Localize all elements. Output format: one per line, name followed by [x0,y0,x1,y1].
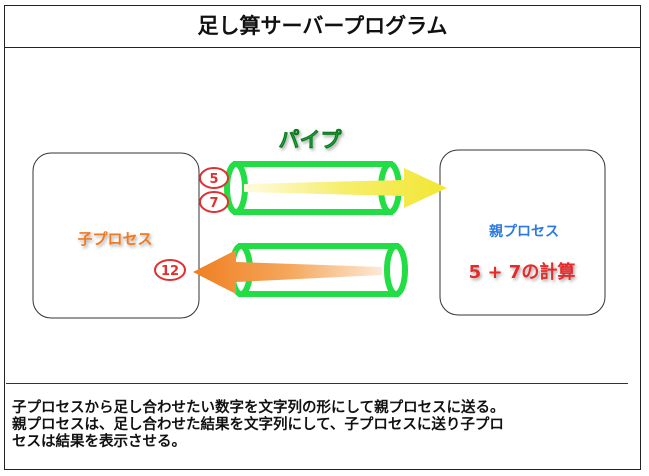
result-value-text: 12 [161,264,179,279]
caption-divider [6,383,628,384]
diagram-title: 足し算サーバープログラム [5,6,640,48]
caption-line-1: 子プロセスから足し合わせたい数字を文字列の形にして親プロセスに送る。 [12,400,505,416]
input-value-5: 5 [199,167,229,189]
caption: 子プロセスから足し合わせたい数字を文字列の形にして親プロセスに送る。 親プロセス… [12,400,630,451]
calculation-label: 5 + 7の計算 [469,261,576,283]
child-process-label: 子プロセス [77,230,152,248]
caption-line-3: セスは結果を表示させる。 [12,434,186,450]
parent-process-label: 親プロセス [489,223,559,240]
input-value-7-text: 7 [209,196,218,211]
arrow-to-parent [244,168,447,208]
input-value-7: 7 [199,191,229,213]
arrow-to-child [193,250,382,294]
result-value: 12 [154,259,186,281]
input-value-5-text: 5 [209,172,218,187]
pipe-label: パイプ [279,128,343,152]
parent-process-box [439,149,606,316]
caption-line-2: 親プロセスは、足し合わせた結果を文字列にして、子プロセスに送り子プロ [12,417,504,433]
